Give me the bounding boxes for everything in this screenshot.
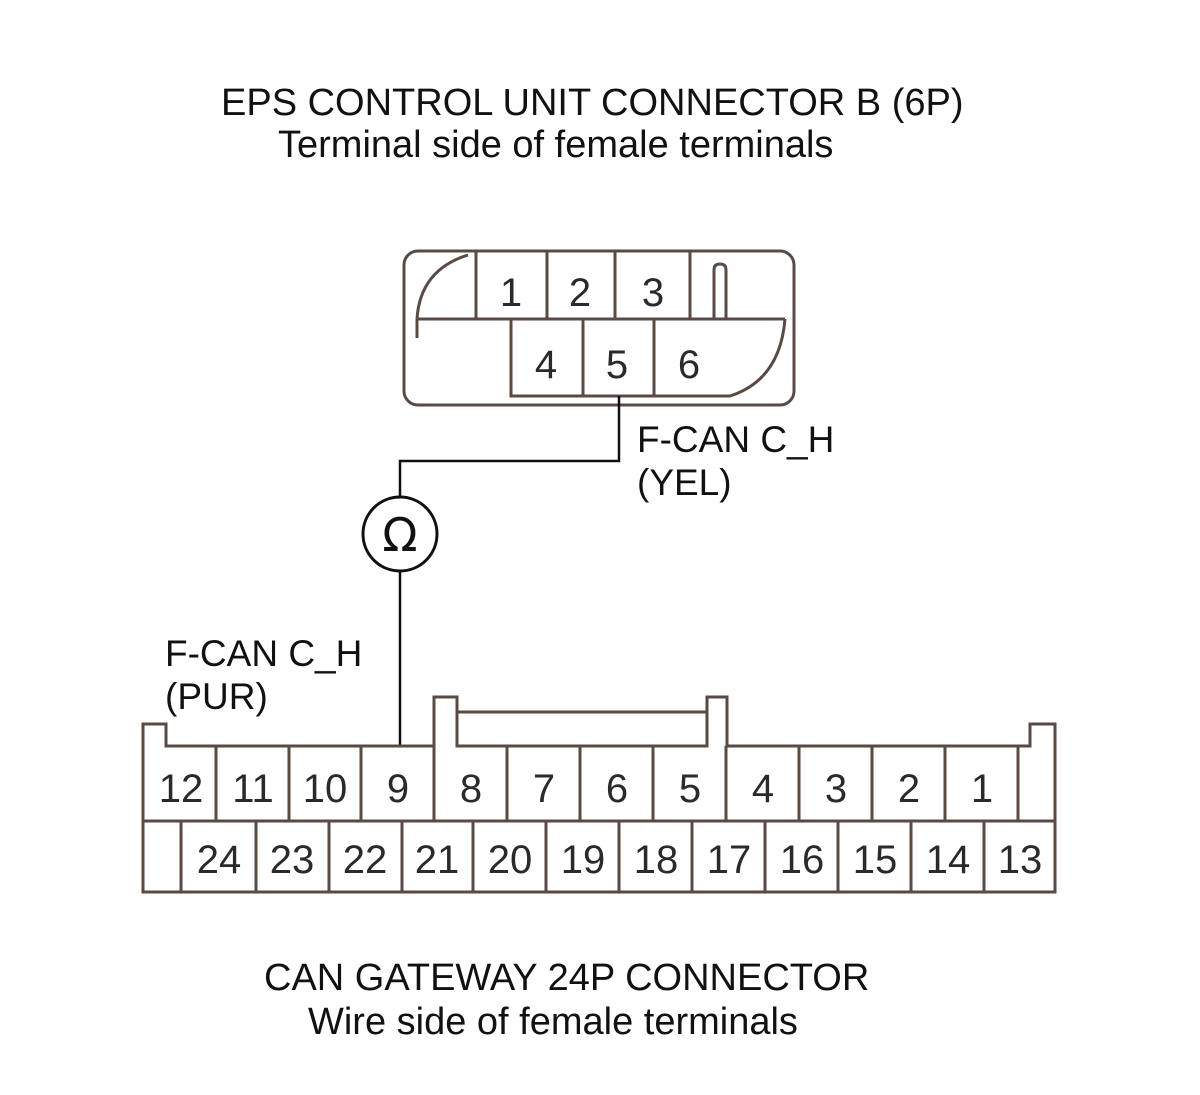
gateway-terminal-24: 24 (197, 838, 242, 882)
gateway-terminal-5: 5 (679, 767, 701, 811)
eps-connector-housing (402, 249, 796, 407)
test-wiring (398, 396, 621, 746)
eps-wire-label: F-CAN C_H (YEL) (637, 418, 834, 504)
gateway-terminal-labels-top: 12 11 10 9 8 7 6 5 4 3 2 1 (159, 767, 993, 811)
eps-connector-subtitle: Terminal side of female terminals (278, 124, 834, 166)
gateway-terminal-labels-bottom: 24 23 22 21 20 19 18 17 16 15 14 13 (197, 838, 1043, 882)
gateway-connector-title: CAN GATEWAY 24P CONNECTOR (264, 957, 870, 999)
gateway-wire-label: F-CAN C_H (PUR) (165, 632, 362, 718)
gateway-terminal-22: 22 (343, 838, 388, 882)
eps-terminal-labels: 1 2 3 4 5 6 (500, 271, 700, 387)
gateway-terminal-8: 8 (460, 767, 482, 811)
eps-terminal-5: 5 (606, 343, 628, 387)
gateway-terminal-6: 6 (606, 767, 628, 811)
gateway-terminal-15: 15 (853, 838, 898, 882)
gateway-terminal-3: 3 (825, 767, 847, 811)
gateway-terminal-23: 23 (270, 838, 315, 882)
eps-terminal-2: 2 (569, 271, 591, 315)
gateway-terminal-10: 10 (303, 767, 348, 811)
gateway-terminal-7: 7 (533, 767, 555, 811)
gateway-connector-housing (141, 695, 1057, 894)
eps-terminal-6: 6 (678, 343, 700, 387)
eps-lock-tab (712, 262, 728, 319)
gateway-terminal-9: 9 (387, 767, 409, 811)
gateway-connector-subtitle: Wire side of female terminals (308, 1001, 798, 1043)
gateway-terminal-13: 13 (998, 838, 1043, 882)
eps-bottom-row-outline (509, 319, 700, 398)
gateway-terminal-11: 11 (232, 767, 274, 811)
eps-connector-title: EPS CONTROL UNIT CONNECTOR B (6P) (221, 82, 964, 124)
gateway-terminal-18: 18 (634, 838, 679, 882)
gateway-terminal-4: 4 (752, 767, 774, 811)
eps-terminal-3: 3 (642, 271, 664, 315)
eps-terminal-4: 4 (535, 343, 557, 387)
ohmmeter-circle (361, 495, 439, 573)
eps-wire (398, 396, 621, 497)
gateway-terminal-19: 19 (561, 838, 606, 882)
eps-right-arc (700, 318, 787, 398)
gateway-terminal-21: 21 (415, 838, 460, 882)
ohmmeter-icon: Ω (382, 508, 417, 562)
eps-terminal-1: 1 (500, 271, 522, 315)
gateway-terminal-12: 12 (159, 767, 204, 811)
gateway-wire-color: (PUR) (165, 676, 268, 717)
gateway-terminal-20: 20 (488, 838, 533, 882)
eps-connector (402, 249, 796, 407)
eps-left-arc (415, 253, 469, 320)
eps-wire-name: F-CAN C_H (637, 419, 835, 460)
gateway-wire-name: F-CAN C_H (165, 633, 363, 674)
gateway-terminal-14: 14 (926, 838, 971, 882)
gateway-terminal-1: 1 (971, 767, 993, 811)
ohmmeter: Ω (361, 495, 439, 573)
gateway-terminal-16: 16 (780, 838, 825, 882)
gateway-connector (141, 695, 1057, 894)
eps-wire-color: (YEL) (637, 462, 732, 503)
gateway-terminal-2: 2 (898, 767, 920, 811)
gateway-terminal-17: 17 (707, 838, 752, 882)
